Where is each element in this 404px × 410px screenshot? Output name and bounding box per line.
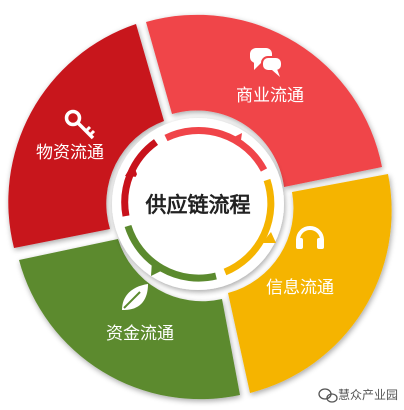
- watermark-text: 慧众产业园: [338, 387, 398, 402]
- commerce-group: 商业流通: [236, 48, 304, 106]
- segment-label-material: 物资流通: [36, 143, 104, 163]
- watermark: 慧众产业园: [318, 387, 398, 403]
- chat-bubbles-icon: [250, 48, 283, 77]
- segment-information: [228, 174, 392, 393]
- segment-label-capital: 资金流通: [106, 324, 174, 344]
- material-group: 物资流通: [36, 109, 104, 163]
- capital-group: 资金流通: [106, 284, 174, 344]
- segment-label-information: 信息流通: [266, 278, 334, 298]
- segment-label-commerce: 商业流通: [236, 86, 304, 106]
- key-icon: [64, 109, 96, 140]
- segment-capital: [19, 239, 240, 400]
- center-label: 供应链流程: [145, 193, 251, 217]
- headphones-icon: [296, 226, 324, 249]
- center-hub: 供应链流程: [112, 118, 284, 290]
- wechat-icon: [318, 388, 338, 403]
- information-group: 信息流通: [266, 226, 334, 298]
- leaf-icon: [122, 284, 148, 310]
- segment-commerce: [146, 14, 382, 188]
- segment-material: [8, 24, 165, 248]
